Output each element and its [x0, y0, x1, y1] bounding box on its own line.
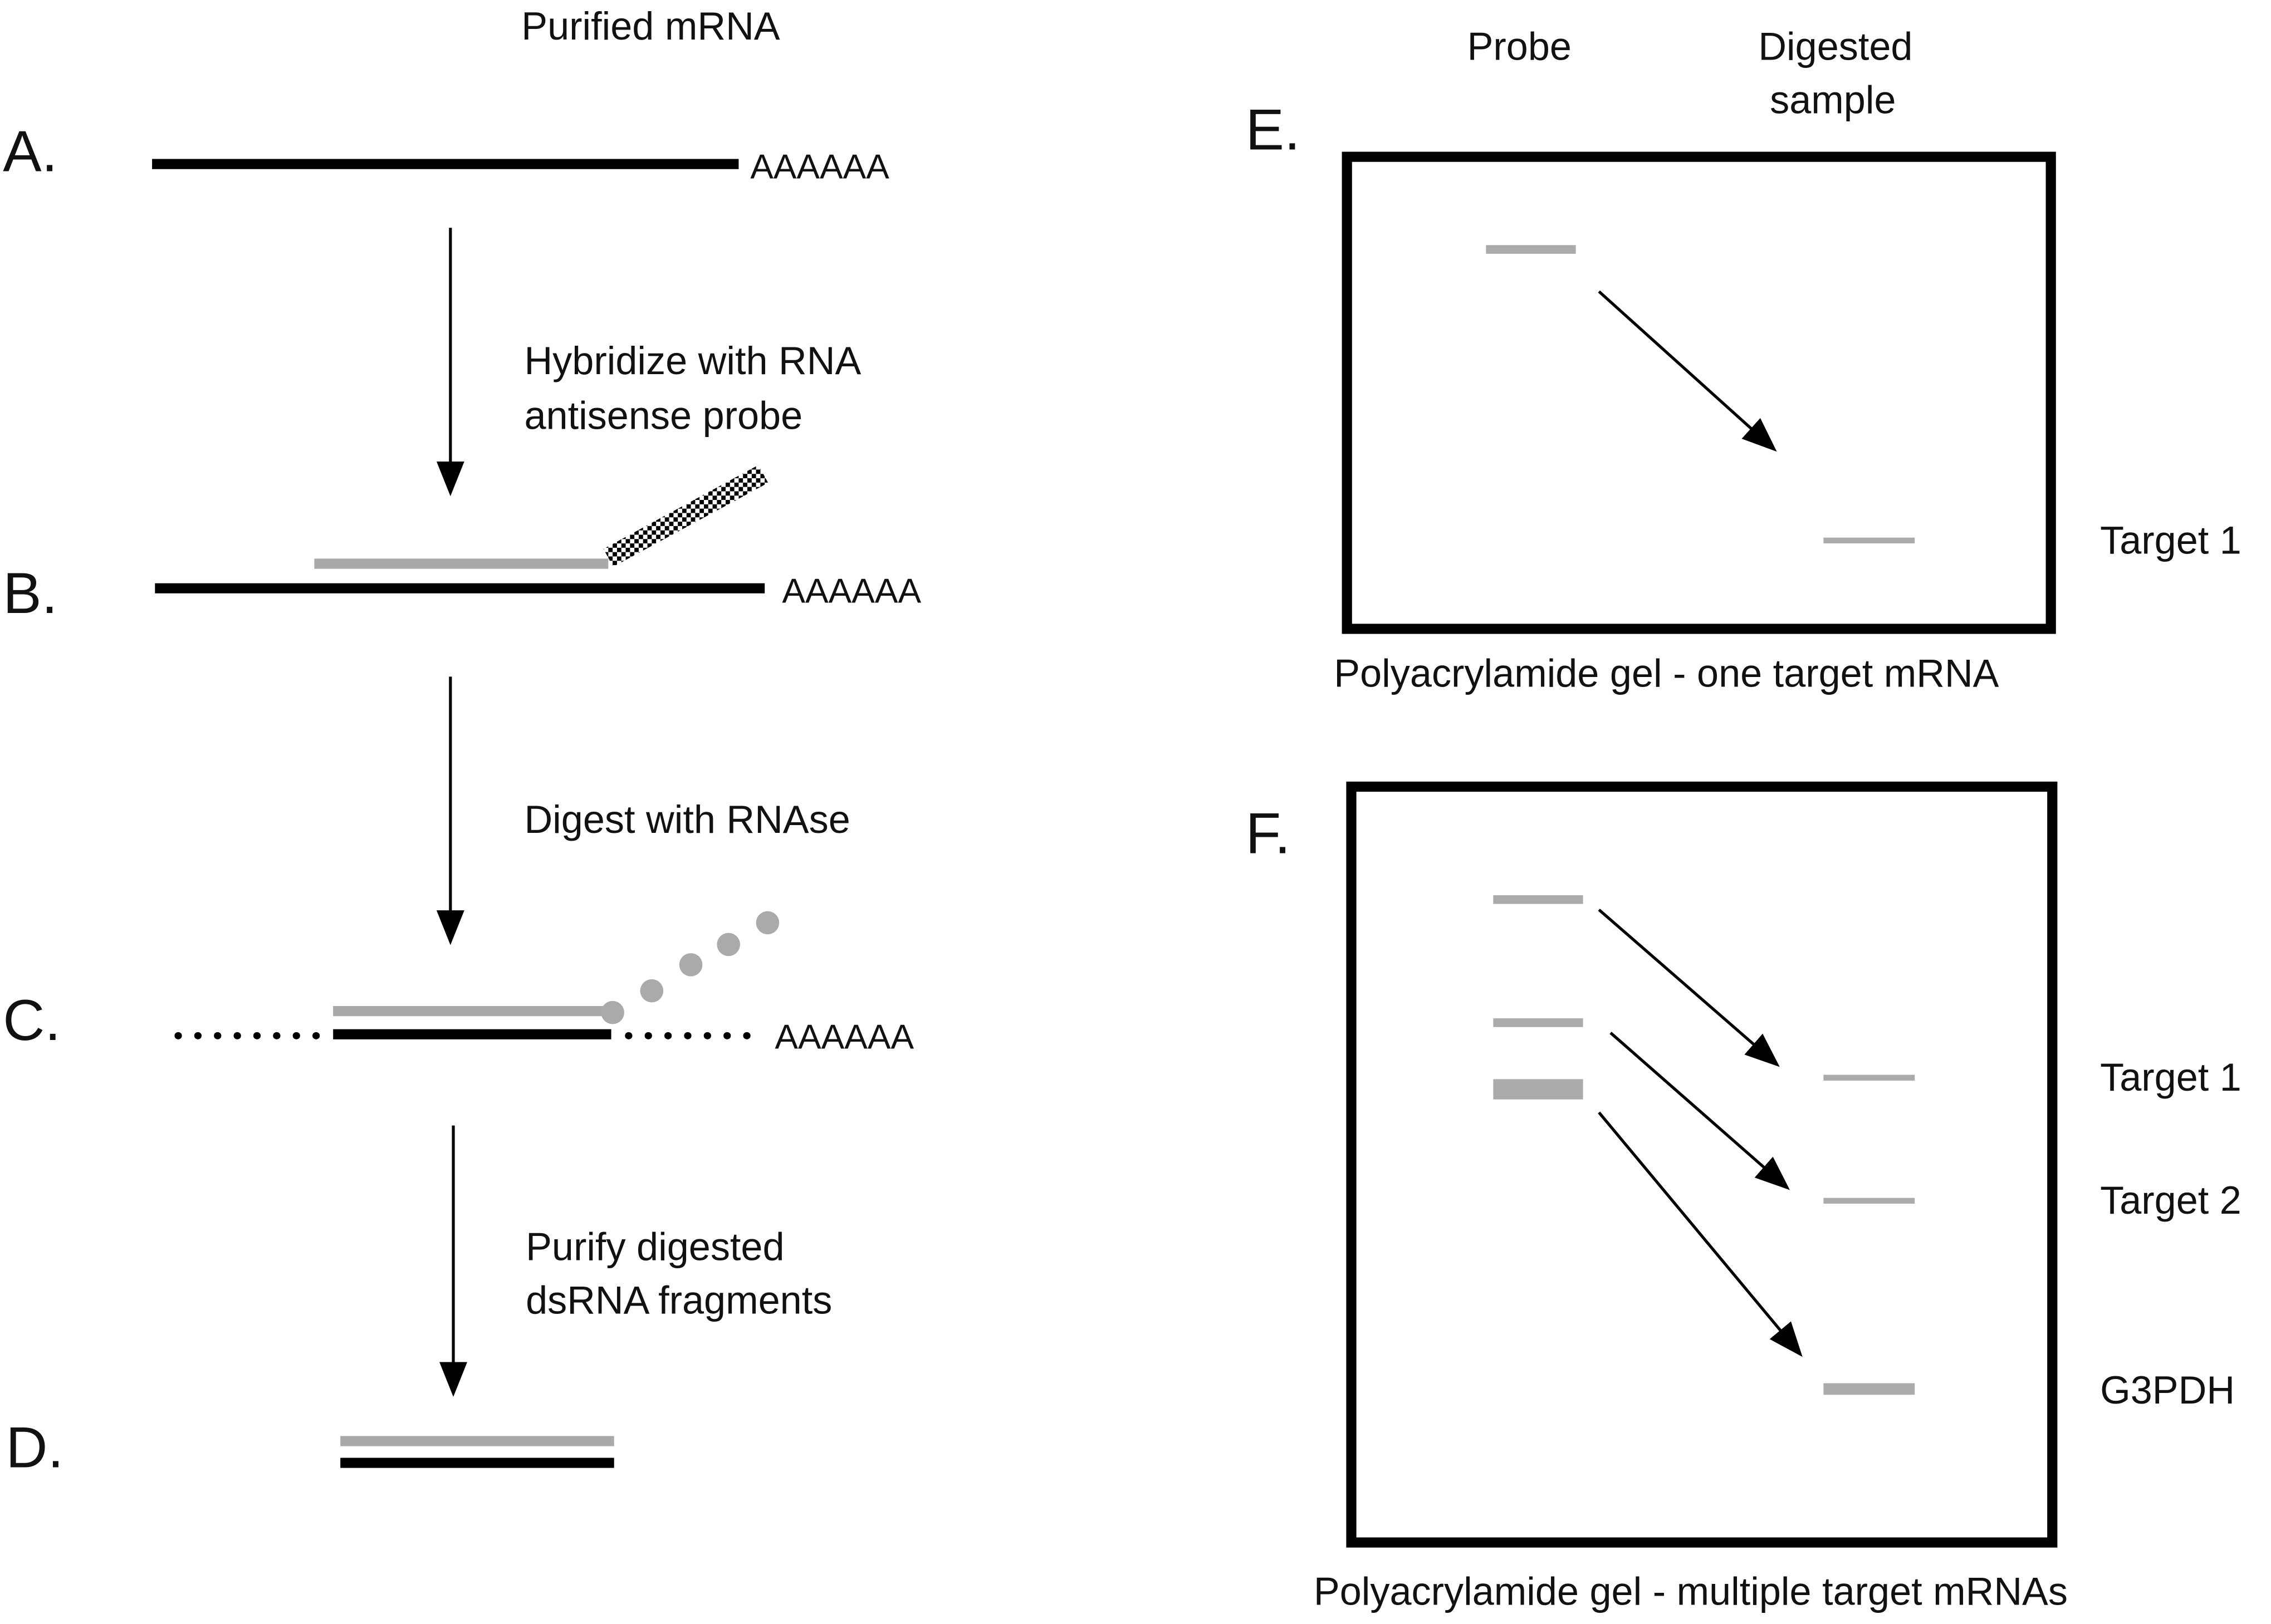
nucleotide-dot [679, 953, 703, 977]
gel-f: F. Target 1 Target 2 G3PDH Polyacrylamid… [1246, 781, 2241, 1613]
migration-arrow-icon [1609, 1032, 1790, 1190]
migration-arrow-icon [1598, 290, 1777, 452]
nucleotide-dot [640, 979, 664, 1003]
transition-hybridize: Hybridize with RNA antisense probe [436, 228, 861, 497]
step-letter: B. [3, 561, 57, 626]
gel-letter: E. [1246, 98, 1300, 163]
step-instruction: Digest with RNAse [524, 797, 850, 841]
migration-arrow-icon [1598, 909, 1780, 1067]
step-d: D. [6, 1415, 614, 1480]
nucleotide-dot [717, 933, 740, 956]
step-b: B. AAAAAA [3, 465, 922, 626]
step-letter: D. [6, 1415, 63, 1480]
step-a: A. AAAAAA [3, 120, 889, 187]
poly-a-tail: AAAAAA [782, 572, 921, 611]
step-letter: A. [3, 120, 57, 184]
band-label: Target 1 [2100, 518, 2241, 562]
step-instruction: dsRNA fragments [526, 1278, 832, 1322]
gel-frame [1346, 781, 2058, 1548]
left-panel: Purified mRNA A. AAAAAA Hybridize with R… [3, 4, 921, 1480]
gel-caption: Polyacrylamide gel - one target mRNA [1334, 651, 1999, 695]
right-panel: Probe Digested sample E. Target 1 Polyac… [1246, 24, 2241, 1613]
step-instruction: antisense probe [524, 394, 802, 438]
step-instruction: Hybridize with RNA [524, 338, 861, 382]
labeled-probe-overhang [603, 465, 769, 567]
step-instruction: Purify digested [526, 1224, 784, 1268]
gel-frame [1342, 151, 2056, 634]
transition-purify: Purify digested dsRNA fragments [439, 1125, 832, 1397]
column-header-digested: Digested [1758, 24, 1912, 68]
step-letter: C. [3, 988, 61, 1053]
column-header-digested: sample [1770, 78, 1896, 122]
poly-a-tail: AAAAAA [750, 148, 889, 187]
transition-digest: Digest with RNAse [436, 676, 850, 945]
nucleotide-dot [601, 1000, 624, 1024]
gel-caption: Polyacrylamide gel - multiple target mRN… [1314, 1569, 2068, 1613]
purified-mrna-header: Purified mRNA [521, 4, 780, 48]
migration-arrow-icon [1598, 1111, 1803, 1357]
gel-letter: F. [1246, 802, 1291, 866]
band-label: Target 2 [2100, 1178, 2241, 1222]
digested-probe-nucleotides [601, 911, 780, 1024]
band-label: Target 1 [2100, 1055, 2241, 1099]
column-header-probe: Probe [1467, 24, 1572, 68]
step-c: C. AAAAAA [3, 911, 914, 1057]
band-label: G3PDH [2100, 1368, 2235, 1412]
nucleotide-dot [756, 911, 780, 935]
poly-a-tail: AAAAAA [775, 1018, 914, 1057]
gel-e: E. Target 1 Polyacrylamide gel - one tar… [1246, 98, 2241, 695]
